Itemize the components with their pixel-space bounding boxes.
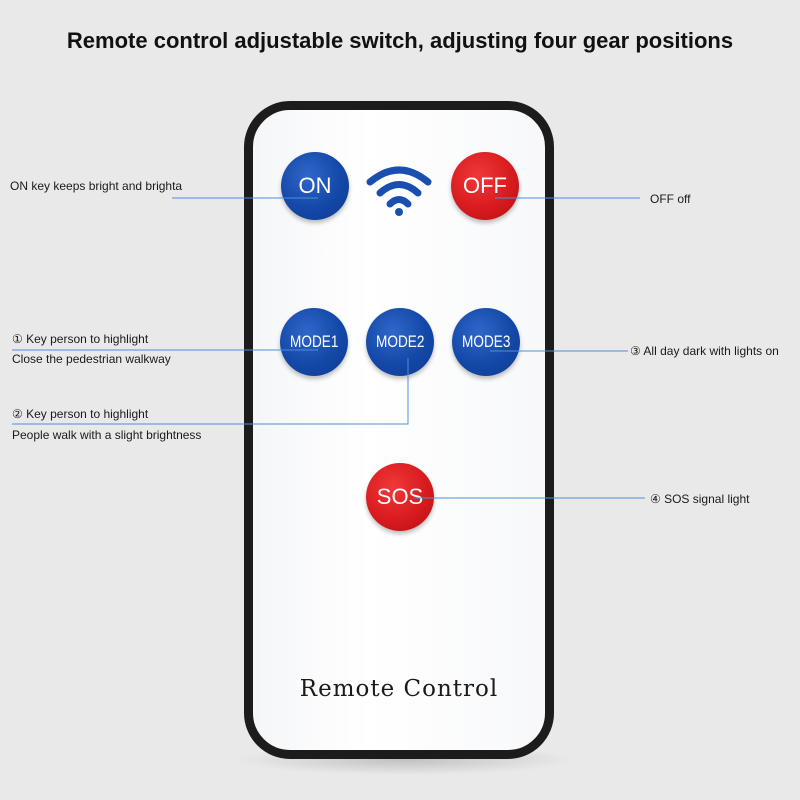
sos-button[interactable]: SOS: [366, 463, 434, 531]
note-sos: ④ SOS signal light: [650, 492, 750, 506]
note-off: OFF off: [650, 192, 691, 206]
note-mode1-line2: Close the pedestrian walkway: [12, 352, 171, 366]
headline: Remote control adjustable switch, adjust…: [66, 28, 734, 53]
off-button[interactable]: OFF: [451, 152, 519, 220]
mode3-button[interactable]: MODE3: [452, 308, 520, 376]
mode1-button-label: MODE1: [289, 332, 339, 351]
mode3-button-label: MODE3: [461, 332, 511, 351]
mode2-button[interactable]: MODE2: [366, 308, 434, 376]
mode2-button-label: MODE2: [375, 332, 425, 351]
mode1-button[interactable]: MODE1: [280, 308, 348, 376]
note-mode2-line1: ② Key person to highlight: [12, 407, 149, 421]
note-mode1-line1: ① Key person to highlight: [12, 332, 149, 346]
note-mode3: ③ All day dark with lights on: [630, 344, 779, 358]
on-button-label: ON: [298, 173, 332, 198]
off-button-label: OFF: [463, 173, 507, 198]
wifi-signal-icon: [366, 166, 432, 216]
sos-button-label: SOS: [376, 484, 424, 509]
note-on: ON key keeps bright and brighta: [10, 179, 183, 193]
remote-label: Remote Control: [299, 676, 499, 702]
on-button[interactable]: ON: [281, 152, 349, 220]
note-mode2-line2: People walk with a slight brightness: [12, 428, 202, 442]
